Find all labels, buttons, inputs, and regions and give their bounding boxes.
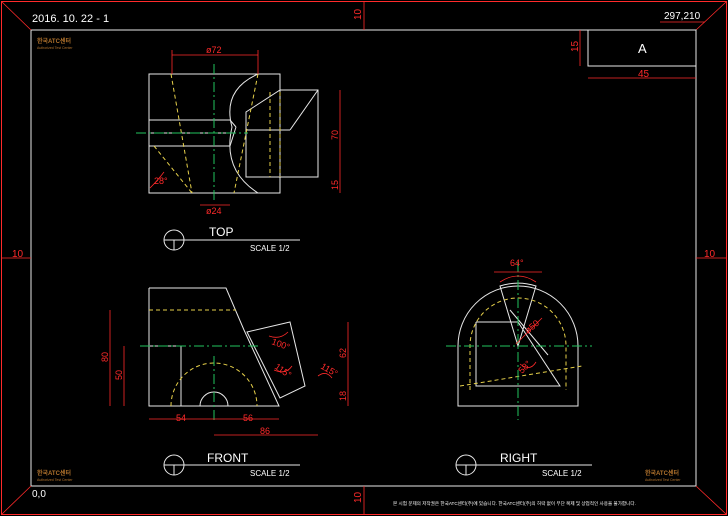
brand-sub-bottom-right: Authorized Test Center bbox=[645, 478, 681, 482]
corner-line bbox=[1, 1, 32, 31]
front-view-label: FRONT bbox=[207, 451, 249, 465]
top-dim-70: 70 bbox=[330, 130, 340, 140]
front-dim-80: 80 bbox=[100, 352, 110, 362]
margin-right-label: 10 bbox=[704, 249, 716, 260]
top-view bbox=[136, 50, 341, 206]
title-block bbox=[587, 29, 697, 67]
front-dim-18: 18 bbox=[338, 391, 348, 401]
top-view-label: TOP bbox=[209, 225, 233, 239]
brand-name-top: 한국ATC센터 bbox=[37, 37, 71, 45]
right-view-label: RIGHT bbox=[500, 451, 538, 465]
front-view-scale: SCALE 1/2 bbox=[250, 469, 290, 478]
top-dim-28deg: 28° bbox=[154, 176, 168, 186]
front-dim-56: 56 bbox=[243, 413, 253, 423]
title-width-dim: 45 bbox=[638, 69, 650, 80]
front-dim-50: 50 bbox=[114, 370, 124, 380]
right-view bbox=[446, 262, 592, 420]
top-dim-phi24: ø24 bbox=[206, 206, 222, 216]
front-dim-115deg-a: 115° bbox=[273, 361, 294, 380]
front-dim-86: 86 bbox=[260, 426, 270, 436]
right-view-scale: SCALE 1/2 bbox=[542, 469, 582, 478]
front-dim-100deg: 100° bbox=[270, 336, 291, 352]
brand-sub-top: Authorized Test Center bbox=[37, 46, 73, 50]
front-dim-54: 54 bbox=[176, 413, 186, 423]
origin-label: 0,0 bbox=[32, 489, 46, 500]
corner-line bbox=[695, 485, 727, 515]
brand-sub-bottom-left: Authorized Test Center bbox=[37, 478, 73, 482]
paper-size: 297,210 bbox=[664, 11, 701, 22]
sheet-date: 2016. 10. 22 - 1 bbox=[32, 13, 109, 25]
brand-name-bottom-left: 한국ATC센터 bbox=[37, 469, 71, 477]
front-dim-115deg-b: 115° bbox=[319, 361, 340, 379]
right-dim-64deg: 64° bbox=[510, 258, 524, 268]
copyright-notice: 본 시험 문제의 저작권은 한국ATC센터(주)에 있습니다. 한국ATC센터(… bbox=[393, 500, 636, 507]
corner-line bbox=[1, 485, 32, 515]
title-height-dim: 15 bbox=[570, 40, 581, 52]
brand-name-bottom-right: 한국ATC센터 bbox=[645, 469, 679, 477]
right-dim-58deg: 58° bbox=[516, 358, 533, 375]
front-dim-62: 62 bbox=[338, 348, 348, 358]
inner-border bbox=[30, 29, 697, 487]
margin-bottom-label: 10 bbox=[353, 491, 364, 503]
front-view bbox=[109, 287, 349, 436]
top-view-scale: SCALE 1/2 bbox=[250, 244, 290, 253]
margin-left-label: 10 bbox=[12, 249, 24, 260]
corner-line bbox=[695, 1, 727, 31]
title-block-label: A bbox=[638, 41, 647, 56]
margin-top-label: 10 bbox=[353, 8, 364, 20]
top-dim-15: 15 bbox=[330, 180, 340, 190]
top-dim-phi72: ø72 bbox=[206, 45, 222, 55]
